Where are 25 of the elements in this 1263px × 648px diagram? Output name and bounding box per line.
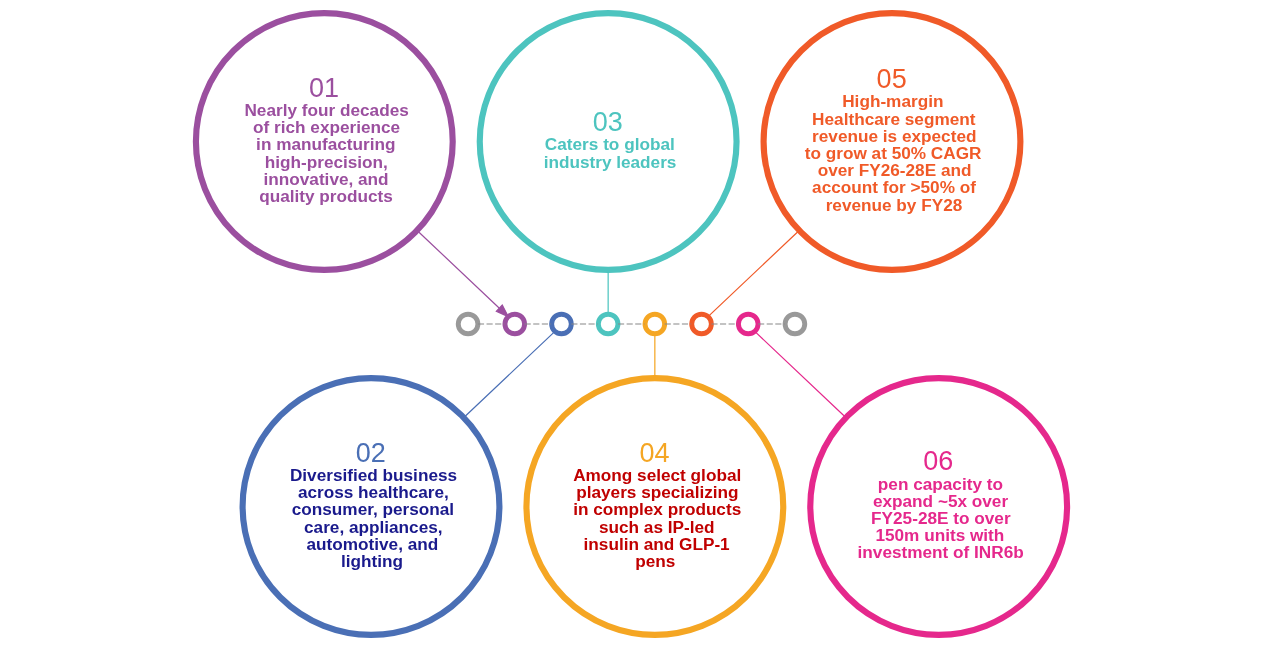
node-circle bbox=[782, 311, 808, 337]
connector bbox=[757, 323, 786, 325]
node-circle bbox=[595, 311, 621, 337]
node-circle bbox=[735, 311, 761, 337]
node-circle: 01 Nearly four decades of rich experience in manufacturing high-precision, innovative, and quality products bbox=[192, 10, 456, 273]
connector bbox=[477, 323, 506, 325]
connector bbox=[754, 331, 847, 419]
arrow bbox=[416, 230, 510, 318]
node-circle bbox=[642, 311, 668, 337]
connector bbox=[570, 323, 599, 325]
node-circle: 04 Among select global players specializing in complex products such as IP-led insulin and GLP-1 pens bbox=[523, 375, 787, 638]
connector bbox=[710, 323, 739, 325]
connector bbox=[524, 323, 552, 325]
connector bbox=[664, 323, 692, 325]
node-circle: 05 High-margin Healthcare segment revenue is expected to grow at 50% CAGR over FY26-28E and account for >50% of revenue by FY28 bbox=[760, 10, 1024, 273]
node-circle bbox=[689, 311, 714, 337]
node-circle bbox=[549, 311, 574, 337]
connector bbox=[617, 323, 646, 325]
node-circle: 06 pen capacity to expand ~5x over FY25-28E to over 150m units with investment of INR6b bbox=[807, 375, 1071, 638]
node-circle bbox=[455, 311, 481, 337]
node-circle: 02 Diversified business across healthcare, consumer, personal care, appliances, automotive, and lighting bbox=[239, 375, 503, 638]
connector bbox=[463, 331, 556, 419]
connector bbox=[707, 230, 800, 318]
node-circle bbox=[502, 311, 528, 337]
node-circle: 03 Caters to global industry leaders bbox=[476, 10, 740, 273]
